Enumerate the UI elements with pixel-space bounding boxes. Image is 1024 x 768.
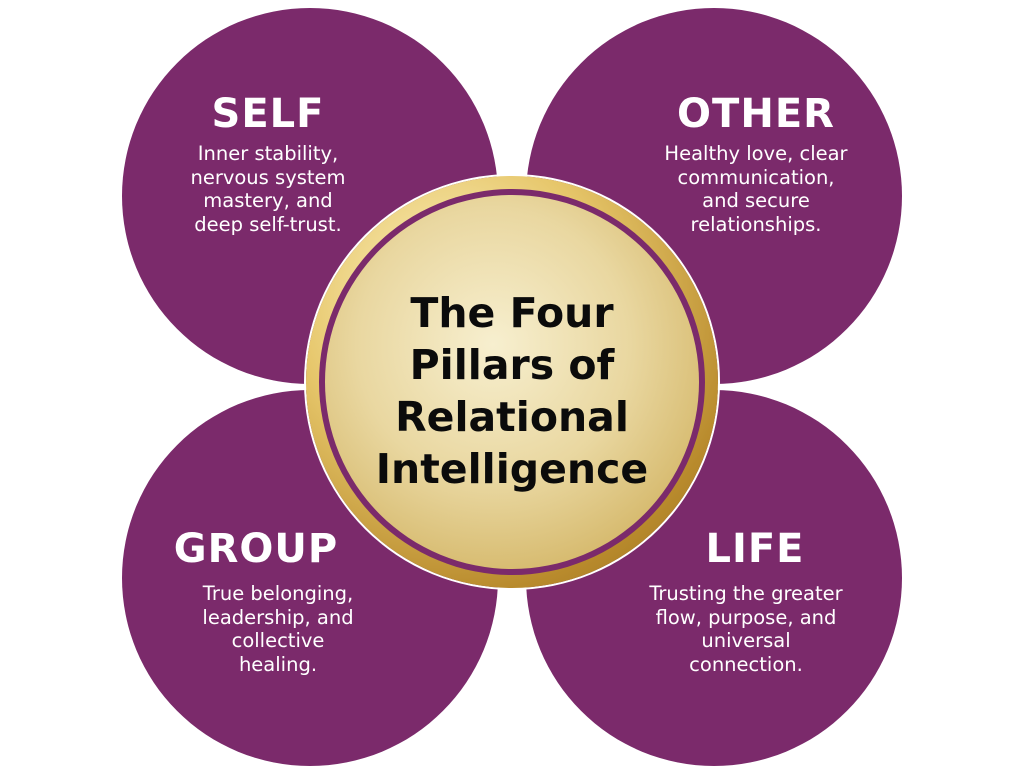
pillar-description-self: Inner stability, nervous system mastery,… [190, 142, 346, 236]
pillar-title-group: GROUP [173, 526, 339, 572]
pillar-title-other: OTHER [677, 91, 835, 137]
pillar-description-group: True belonging, leadership, and collecti… [202, 582, 354, 676]
pillar-description-other: Healthy love, clear communication, and s… [664, 142, 848, 236]
pillar-description-life: Trusting the greater flow, purpose, and … [649, 582, 843, 676]
center-gold-disc: The Four Pillars of Relational Intellige… [325, 195, 699, 569]
pillar-title-life: LIFE [705, 526, 805, 572]
pillar-title-self: SELF [211, 91, 325, 137]
center-title: The Four Pillars of Relational Intellige… [375, 289, 649, 493]
center-inner-border: The Four Pillars of Relational Intellige… [319, 189, 705, 575]
center-gold-ring: The Four Pillars of Relational Intellige… [306, 176, 718, 588]
